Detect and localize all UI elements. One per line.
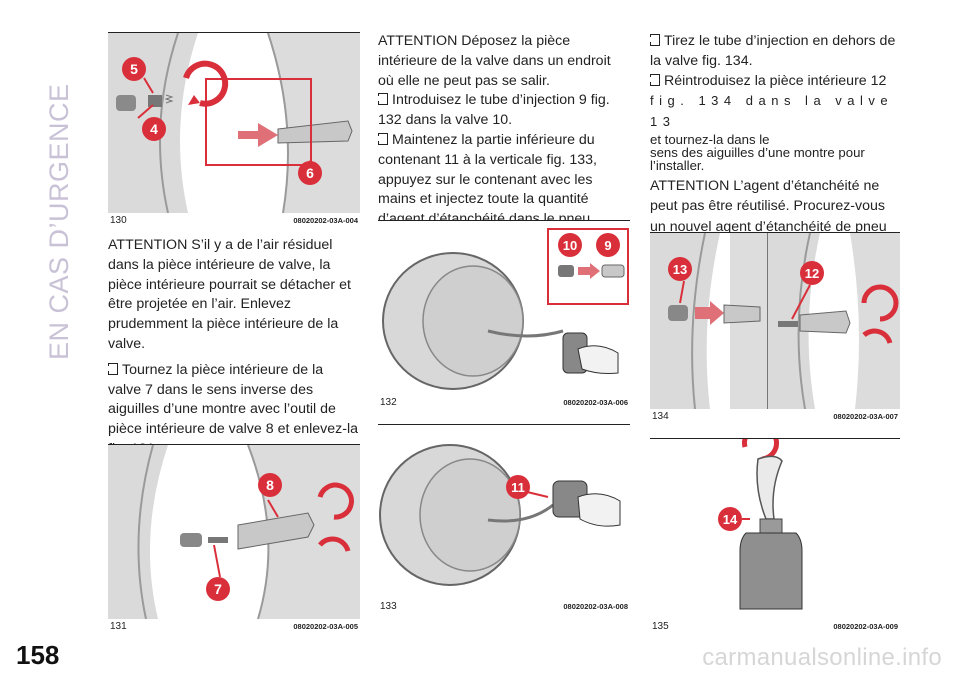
watermark: carmanualsonline.info	[702, 644, 942, 671]
figure-code: 08020202-03A-006	[563, 398, 628, 407]
figure-134: 13 12 134 08020202-03A-007	[650, 232, 900, 425]
figure-130: 5 4 6 130 08020202-03A-004	[108, 32, 360, 229]
figure-131-illustration: 8 7	[108, 445, 360, 619]
step-bullet-icon	[648, 73, 660, 86]
callout-8: 8	[266, 477, 274, 493]
figure-code: 08020202-03A-009	[833, 622, 898, 631]
figure-134-illustration: 13 12	[650, 233, 900, 409]
callout-14: 14	[723, 512, 738, 527]
figure-132-caption: 132 08020202-03A-006	[378, 395, 630, 411]
figure-135-illustration: 14	[718, 439, 803, 610]
figure-code: 08020202-03A-004	[293, 216, 358, 225]
callout-10: 10	[563, 238, 577, 253]
figure-code: 08020202-03A-005	[293, 622, 358, 631]
figure-133: 11 133 08020202-03A-008	[378, 424, 630, 615]
warning-residual-air: ATTENTION S’il y a de l’air résiduel dan…	[108, 237, 351, 352]
figure-134-caption: 134 08020202-03A-007	[650, 409, 900, 425]
step-insert-tube: Introduisez le tube d’injection 9 fig. 1…	[376, 91, 630, 131]
figure-number: 130	[110, 215, 127, 226]
figure-132-illustration: 10 9	[382, 228, 629, 390]
figure-number: 135	[652, 621, 669, 632]
step-text: sens des aiguilles d’une montre pour	[650, 144, 865, 160]
column-2-text: ATTENTION Déposez la pièce intérieure de…	[376, 32, 630, 236]
figure-number: 134	[652, 411, 669, 422]
figure-code: 08020202-03A-007	[833, 412, 898, 421]
step-remove-valve-core: Tournez la pièce intérieure de la valve …	[106, 361, 360, 460]
step-text: et tournez-la dans le	[650, 131, 770, 147]
callout-4: 4	[150, 121, 158, 137]
callout-5: 5	[130, 61, 138, 77]
figure-133-illustration: 11	[379, 444, 621, 586]
step-text: Tirez le tube d’injection en dehors de l…	[650, 33, 896, 69]
section-title: EN CAS D’URGENCE	[44, 20, 84, 380]
step-bullet-icon	[376, 93, 388, 106]
step-text: Maintenez la partie inférieure du conten…	[378, 131, 597, 227]
warning-valve-core-storage: ATTENTION Déposez la pièce intérieure de…	[378, 33, 611, 89]
figure-133-caption: 133 08020202-03A-008	[378, 599, 630, 615]
step-text: Réintroduisez la pièce intérieure 12	[664, 72, 887, 89]
step-pull-tube: Tirez le tube d’injection en dehors de l…	[648, 32, 900, 72]
figure-131-caption: 131 08020202-03A-005	[108, 619, 360, 635]
callout-7: 7	[214, 581, 222, 597]
figure-135-caption: 135 08020202-03A-009	[650, 619, 900, 635]
step-reinsert-valve-core: Réintroduisez la pièce intérieure 12 fig…	[648, 72, 900, 173]
callout-9: 9	[604, 238, 611, 253]
column-3-text: Tirez le tube d’injection en dehors de l…	[648, 32, 900, 264]
figure-number: 132	[380, 397, 397, 408]
figure-number: 131	[110, 621, 127, 632]
step-text: Tournez la pièce intérieure de la valve …	[108, 361, 359, 457]
page-number: 158	[16, 640, 60, 670]
figure-135: 14 135 08020202-03A-009	[650, 438, 900, 635]
step-bullet-icon	[648, 34, 660, 46]
callout-13: 13	[673, 262, 687, 277]
step-text: Introduisez le tube d’injection 9 fig. 1…	[378, 92, 610, 129]
figure-code: 08020202-03A-008	[563, 602, 628, 611]
callout-12: 12	[805, 266, 819, 281]
step-text: l’installer.	[650, 157, 705, 173]
callout-11: 11	[511, 480, 525, 495]
step-inject-sealant: Maintenez la partie inférieure du conten…	[376, 131, 630, 230]
callout-6: 6	[306, 165, 314, 181]
figure-130-caption: 130 08020202-03A-004	[108, 213, 360, 229]
step-text-spaced: fig. 134 dans la valve 13	[650, 93, 894, 130]
figure-131: 8 7 131 08020202-03A-005	[108, 444, 360, 635]
column-1-text: ATTENTION S’il y a de l’air résiduel dan…	[106, 236, 360, 466]
figure-number: 133	[380, 601, 397, 612]
step-bullet-icon	[376, 132, 388, 145]
step-bullet-icon	[106, 362, 118, 375]
figure-130-illustration: 5 4 6	[108, 33, 360, 213]
figure-132: 10 9 132 08020202-03A-006	[378, 220, 630, 411]
section-title-text: EN CAS D’URGENCE	[44, 83, 74, 360]
